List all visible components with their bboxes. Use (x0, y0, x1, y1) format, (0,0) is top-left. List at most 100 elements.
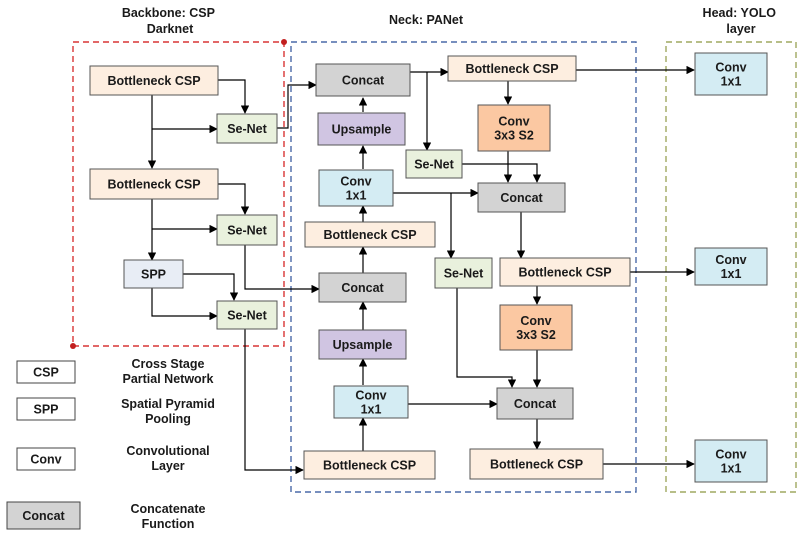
connector (218, 183, 250, 215)
layer-box (317, 112, 406, 146)
layer-n-csp4: Bottleneck CSP (499, 257, 631, 287)
layer-label: Concat (514, 397, 557, 411)
layer-label: Concat (342, 73, 385, 87)
layer-label: Conv (715, 447, 746, 461)
layer-box (318, 272, 407, 303)
layer-n-up2: Upsample (318, 329, 407, 360)
legend-description: Function (142, 517, 195, 531)
layer-label: 3x3 S2 (516, 328, 556, 342)
layer-bb-spp: SPP (123, 259, 184, 289)
layer-label: Concat (341, 281, 384, 295)
layer-box (499, 257, 631, 287)
legend-description: Layer (151, 459, 184, 473)
layer-box (694, 52, 768, 96)
head-title: Head: YOLO layer (703, 6, 780, 36)
legend-key: SPP (33, 403, 58, 417)
layer-box (333, 385, 409, 419)
layer-label: Se-Net (444, 266, 484, 280)
layer-label: Upsample (332, 122, 392, 136)
layer-label: Conv (498, 114, 529, 128)
layer-box (405, 149, 463, 179)
layer-box (447, 55, 577, 82)
layer-label: Bottleneck CSP (490, 457, 583, 471)
connector (277, 80, 317, 129)
backbone-region (72, 41, 285, 347)
layer-label: Conv (715, 253, 746, 267)
layer-n-csp2: Bottleneck CSP (303, 450, 436, 480)
layer-label: 1x1 (361, 402, 382, 416)
layer-label: 1x1 (721, 461, 742, 475)
layer-label: SPP (141, 267, 166, 281)
legend-description: Partial Network (122, 372, 213, 386)
layer-n-concat4: Concat (496, 387, 574, 420)
layer-box (477, 104, 551, 152)
layer-box (496, 387, 574, 420)
layer-label: Conv (520, 314, 551, 328)
layer-n-concat3: Concat (477, 182, 566, 213)
layer-label: Bottleneck CSP (465, 62, 558, 76)
layer-box (318, 169, 394, 207)
layer-label: Bottleneck CSP (323, 228, 416, 242)
legend-description: Pooling (145, 412, 191, 426)
layer-n-senet: Se-Net (405, 149, 463, 179)
connectors (147, 65, 695, 475)
layer-n-senet2: Se-Net (434, 257, 493, 289)
legend-description: Concatenate (130, 502, 205, 516)
layer-n-up1: Upsample (317, 112, 406, 146)
connector (462, 163, 542, 183)
backbone-corner-dot (70, 343, 76, 349)
layer-n-concat1: Concat (315, 63, 411, 97)
layer-label: Concat (500, 191, 543, 205)
layer-n-concat2: Concat (318, 272, 407, 303)
layer-box (318, 329, 407, 360)
layer-label: Conv (340, 174, 371, 188)
layer-label: Bottleneck CSP (518, 265, 611, 279)
connector (151, 288, 218, 321)
layer-label: Se-Net (227, 122, 267, 136)
legend-description: Spatial Pyramid (121, 397, 215, 411)
layer-bb-se2: Se-Net (216, 214, 278, 246)
legend-swatch (6, 501, 81, 530)
layer-box (89, 168, 219, 200)
legend-key: CSP (33, 366, 59, 380)
legend-key: Concat (22, 509, 65, 523)
layer-box (694, 247, 768, 286)
layer-n-csp3: Bottleneck CSP (447, 55, 577, 82)
backbone-corner-dot (281, 39, 287, 45)
layer-label: Bottleneck CSP (107, 74, 200, 88)
layer-box (434, 257, 493, 289)
layer-label: Se-Net (227, 223, 267, 237)
layer-label: Upsample (333, 338, 393, 352)
layer-n-csp5: Bottleneck CSP (469, 448, 604, 480)
layer-bb-csp1: Bottleneck CSP (89, 65, 219, 96)
layer-bb-csp2: Bottleneck CSP (89, 168, 219, 200)
backbone-title: Backbone: CSP Darknet (122, 6, 218, 36)
layer-label: 1x1 (721, 74, 742, 88)
connector (456, 288, 517, 388)
layer-box (315, 63, 411, 97)
layer-label: Conv (715, 60, 746, 74)
neck-title: Neck: PANet (389, 13, 464, 27)
connector (183, 273, 239, 301)
layer-label: Bottleneck CSP (107, 177, 200, 191)
layer-box (469, 448, 604, 480)
legend-key: Conv (30, 453, 61, 467)
legend-swatch (16, 397, 76, 421)
layer-box (477, 182, 566, 213)
layer-label: Bottleneck CSP (323, 458, 416, 472)
layer-box (216, 300, 278, 330)
layer-label: 1x1 (346, 188, 367, 202)
legend-description: Convolutional (126, 444, 209, 458)
